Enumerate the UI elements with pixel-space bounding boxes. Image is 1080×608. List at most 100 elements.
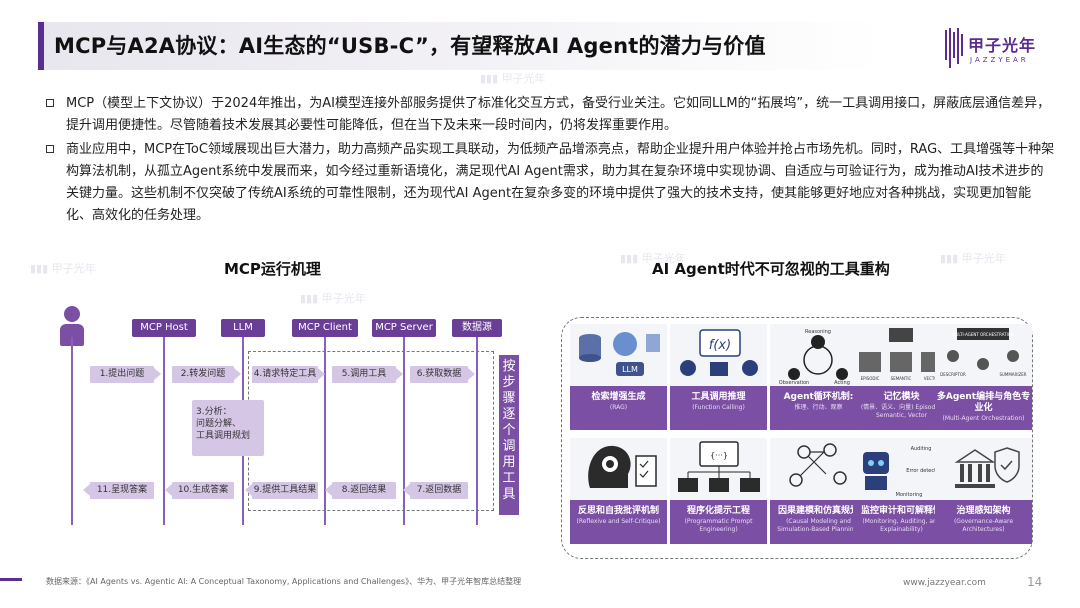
analysis-box: 3.分析： 问题分解、 工具调用规划 bbox=[192, 400, 264, 456]
descriptor-tiny-label: DESCRIPTOR bbox=[940, 372, 966, 377]
tool-title: 检索增强生成 bbox=[591, 392, 646, 402]
user-icon bbox=[64, 306, 80, 322]
tool-card-prompt-engineering: {···} 程序化提示工程 (Programmatic Prompt Engine… bbox=[670, 438, 767, 544]
title-accent bbox=[38, 22, 44, 70]
monitoring-tiny-label: Monitoring bbox=[896, 492, 923, 498]
arrow-right-icon bbox=[318, 368, 325, 380]
step-generate-answer: 10.生成答案 bbox=[172, 482, 234, 499]
watermark: ▮▮▮ 甲子光年 bbox=[940, 252, 1006, 265]
semantic-tiny-label: SEMANTIC bbox=[891, 376, 912, 381]
arrow-left-icon bbox=[165, 484, 172, 496]
tool-card-function-calling: f(x) 工具调用推理 (Function Calling) bbox=[670, 324, 767, 430]
tools-grid-frame bbox=[561, 317, 1033, 559]
arrow-right-icon bbox=[234, 368, 241, 380]
tool-subtitle: (Reflexive and Self-Critique) bbox=[576, 518, 661, 525]
tool-title: 监控审计和可解释性 bbox=[860, 506, 942, 516]
column-llm: LLM bbox=[221, 319, 265, 337]
loop-cycle-icon: Reasoning Observation Acting bbox=[770, 324, 867, 386]
watermark: ▮▮▮ 甲子光年 bbox=[300, 292, 366, 305]
arrow-left-icon bbox=[245, 484, 252, 496]
observation-tiny-label: Observation bbox=[779, 380, 809, 386]
title-bar bbox=[38, 22, 880, 70]
acting-tiny-label: Acting bbox=[834, 380, 850, 386]
vector-tiny-label: VECTOR bbox=[924, 376, 941, 381]
tool-subtitle: (Governance-Aware Architectures) bbox=[953, 518, 1014, 533]
step-return-result: 8.返回结果 bbox=[332, 482, 396, 499]
arrow-right-icon bbox=[396, 368, 403, 380]
llm-tiny-label: LLM bbox=[622, 365, 638, 374]
reasoning-tiny-label: Reasoning bbox=[805, 329, 831, 335]
bullet-text: MCP（模型上下文协议）于2024年推出，为AI模型连接外部服务提供了标准化交互… bbox=[66, 96, 1051, 133]
tool-title: 程序化提示工程 bbox=[686, 506, 750, 516]
analysis-line: 工具调用规划 bbox=[196, 431, 251, 441]
side-char: 工 bbox=[502, 471, 516, 486]
watermark: ▮▮▮ 甲子光年 bbox=[480, 72, 546, 85]
logo-subtext: JAZZYEAR bbox=[970, 56, 1029, 64]
tool-subtitle: (Multi-Agent Orchestration) bbox=[942, 415, 1025, 422]
tool-title: 工具调用推理 bbox=[691, 392, 746, 402]
watermark: ▮▮▮ 甲子光年 bbox=[620, 252, 686, 265]
side-char: 个 bbox=[502, 423, 516, 438]
tool-subtitle: (Function Calling) bbox=[692, 404, 745, 411]
step-forward: 2.转发问题 bbox=[172, 366, 234, 383]
column-data-source: 数据源 bbox=[452, 319, 502, 337]
multi-agent-tiny-label: MULTI-AGENT ORCHESTRATION bbox=[952, 332, 1014, 337]
episodic-tiny-label: EPISODIC bbox=[861, 376, 880, 381]
logo-text: 甲子光年 bbox=[968, 36, 1037, 55]
source-note: 数据来源：《AI Agents vs. Agentic AI: A Concep… bbox=[46, 577, 522, 586]
head-gear-icon bbox=[570, 438, 667, 500]
auditing-tiny-label: Auditing bbox=[911, 446, 932, 452]
tool-card-governance: 治理感知架构(Governance-Aware Architectures) bbox=[935, 438, 1032, 544]
tools-section-title: AI Agent时代不可忽视的工具重构 bbox=[652, 260, 890, 278]
tool-subtitle: 推理、行动、观察 bbox=[794, 404, 843, 411]
step-present-answer: 11.呈现答案 bbox=[90, 482, 154, 499]
tool-title: 多Agent编排与角色专业化 bbox=[936, 392, 1031, 413]
square-bullet-icon bbox=[46, 145, 54, 153]
causal-graph-icon bbox=[770, 438, 867, 500]
tool-subtitle: (Monitoring, Auditing, and Explainabilit… bbox=[862, 518, 941, 533]
tool-subtitle: (Programmatic Prompt Engineering) bbox=[684, 518, 753, 533]
arrow-right-icon bbox=[154, 368, 161, 380]
tool-card-causal: 因果建模和仿真规划 (Causal Modeling and Simulation… bbox=[770, 438, 867, 544]
arrow-right-icon bbox=[468, 368, 475, 380]
side-char: 用 bbox=[502, 455, 516, 470]
tool-card-memory: EPISODIC SEMANTIC VECTOR 记忆模块(情景、语义、向量) … bbox=[853, 324, 950, 430]
user-body bbox=[60, 324, 84, 346]
code-tiny-label: {···} bbox=[710, 451, 728, 460]
column-mcp-client: MCP Client bbox=[292, 319, 358, 337]
lifeline-server bbox=[403, 337, 405, 525]
side-char: 按 bbox=[502, 359, 516, 374]
page-title: MCP与A2A协议：AI生态的“USB-C”，有望释放AI Agent的潜力与价… bbox=[54, 34, 766, 58]
lifeline-client bbox=[324, 337, 326, 525]
arrow-left-icon bbox=[403, 484, 410, 496]
tool-title: 因果建模和仿真规划 bbox=[777, 506, 859, 516]
square-bullet-icon bbox=[46, 99, 54, 107]
summarizer-tiny-label: SUMMARIZER bbox=[999, 372, 1026, 377]
step-call-tool: 5.调用工具 bbox=[332, 366, 396, 383]
lifeline-host bbox=[163, 337, 165, 525]
logo-bars-icon bbox=[945, 28, 963, 68]
column-mcp-host: MCP Host bbox=[132, 319, 196, 337]
fx-tiny-label: f(x) bbox=[709, 338, 731, 353]
page-number: 14 bbox=[1027, 575, 1043, 589]
mcp-section-title: MCP运行机理 bbox=[224, 260, 321, 278]
tool-title: Agent循环机制: bbox=[783, 392, 854, 402]
tool-card-rag: LLM 检索增强生成(RAG) bbox=[570, 324, 667, 430]
footer-url: www.jazzyear.com bbox=[903, 578, 986, 588]
arrow-left-icon bbox=[325, 484, 332, 496]
lifeline-data bbox=[476, 337, 478, 525]
analysis-line: 问题分解、 bbox=[196, 419, 242, 429]
tool-subtitle: (Causal Modeling and Simulation-Based Pl… bbox=[777, 518, 860, 533]
step-return-data: 7.返回数据 bbox=[410, 482, 468, 499]
tool-title: 反思和自我批评机制 bbox=[577, 506, 659, 516]
code-monitor-icon: {···} bbox=[670, 438, 767, 500]
step-request-tool: 4.请求特定工具 bbox=[252, 366, 318, 383]
tool-card-agent-loop: Reasoning Observation Acting Agent循环机制: 推… bbox=[770, 324, 867, 430]
orchestration-icon: MULTI-AGENT ORCHESTRATION DESCRIPTOR SUM… bbox=[935, 324, 1032, 386]
governance-icon bbox=[935, 438, 1032, 500]
side-char: 步 bbox=[502, 375, 516, 390]
tool-card-monitoring: Auditing Error detection Monitoring 监控审计… bbox=[853, 438, 950, 544]
side-char: 调 bbox=[502, 439, 516, 454]
step-ask: 1.提出问题 bbox=[90, 366, 154, 383]
error-tiny-label: Error detection bbox=[906, 468, 943, 474]
